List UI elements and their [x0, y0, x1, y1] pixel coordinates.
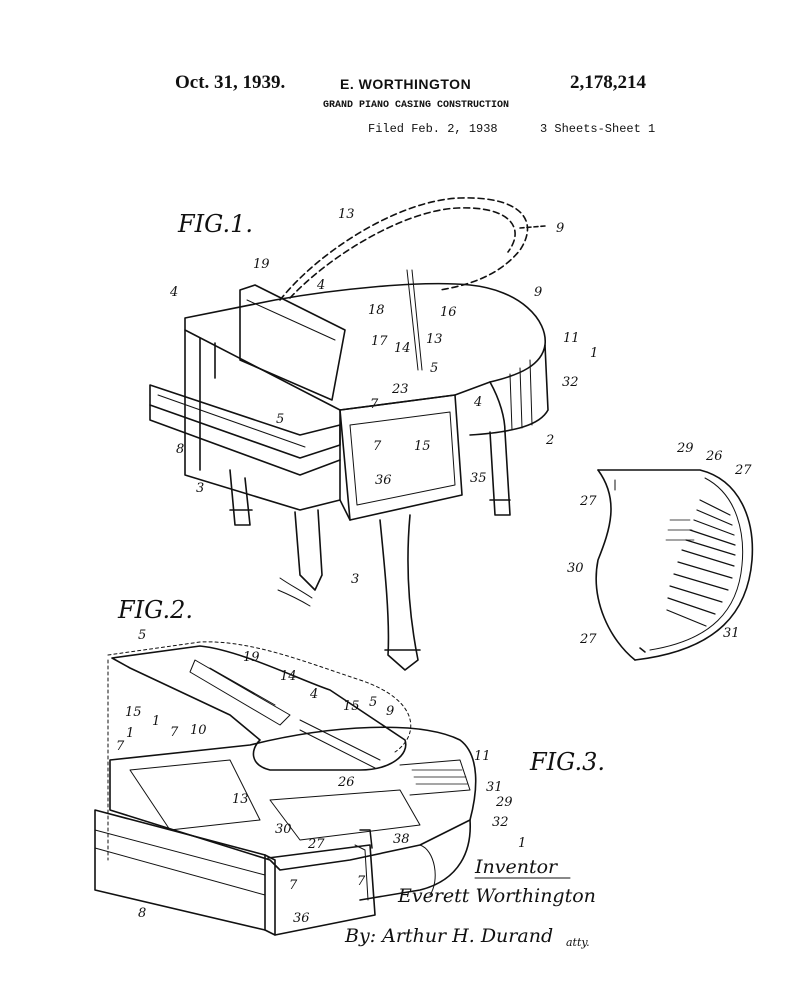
sheet-count: 3 Sheets-Sheet 1: [540, 122, 656, 136]
ref-numeral: 4: [473, 395, 482, 410]
ref-numeral: 27: [579, 494, 597, 509]
ref-numeral: 30: [275, 822, 292, 837]
ref-numeral: 17: [371, 334, 388, 349]
figure-3-label: FIG.3.: [529, 748, 605, 776]
ref-numeral: 9: [534, 285, 542, 300]
ref-numeral: 14: [394, 341, 411, 356]
signature-block: Inventor Everett Worthington By: Arthur …: [344, 856, 596, 949]
ref-numeral: 5: [369, 695, 377, 710]
ref-numeral: 16: [440, 305, 457, 320]
ref-numeral: 29: [495, 795, 513, 810]
ref-numeral: 26: [705, 449, 723, 464]
ref-numeral: 1: [152, 714, 160, 729]
ref-numeral: 8: [138, 906, 146, 921]
filed-date: Filed Feb. 2, 1938: [368, 122, 498, 136]
ref-numeral: 7: [170, 725, 179, 740]
ref-numeral: 3: [351, 572, 359, 587]
ref-numeral: 29: [676, 441, 694, 456]
ref-numeral: 1: [126, 726, 134, 741]
ref-numeral: 15: [414, 439, 431, 454]
figure-3-numerals: 29 26 27 27 30 27 31: [567, 441, 752, 647]
ref-numeral: 27: [307, 837, 325, 852]
ref-numeral: 4: [316, 278, 325, 293]
ref-numeral: 27: [579, 632, 597, 647]
figure-2-numerals: 5 19 14 15 4 5 9 15 1 1 7 10 7 11 26 31 …: [116, 628, 526, 926]
ref-numeral: 30: [567, 561, 584, 576]
ref-numeral: 5: [430, 361, 438, 376]
ref-numeral: 18: [368, 303, 385, 318]
attorney-signature: By: Arthur H. Durand: [344, 925, 553, 947]
patent-title: GRAND PIANO CASING CONSTRUCTION: [323, 100, 510, 111]
ref-numeral: 7: [357, 874, 366, 889]
figure-1-drawing: [149, 197, 549, 671]
ref-numeral: 4: [169, 285, 178, 300]
ref-numeral: 36: [375, 473, 392, 488]
figure-2-drawing: [94, 641, 477, 936]
ref-numeral: 9: [386, 704, 394, 719]
ref-numeral: 2: [545, 433, 554, 448]
ref-numeral: 15: [343, 699, 360, 714]
ref-numeral: 36: [293, 911, 310, 926]
inventor-header: E. WORTHINGTON: [340, 76, 472, 92]
ref-numeral: 13: [338, 207, 355, 222]
figure-2-label: FIG.2.: [117, 596, 193, 624]
ref-numeral: 32: [492, 815, 509, 830]
ref-numeral: 19: [243, 650, 260, 665]
ref-numeral: 7: [370, 397, 379, 412]
ref-numeral: 1: [590, 346, 598, 361]
ref-numeral: 32: [562, 375, 579, 390]
figure-3-drawing: [595, 469, 754, 661]
ref-numeral: 9: [556, 221, 564, 236]
inventor-signature: Everett Worthington: [397, 885, 596, 907]
ref-numeral: 31: [486, 780, 503, 795]
patent-number: 2,178,214: [570, 72, 646, 93]
ref-numeral: 7: [116, 739, 125, 754]
ref-numeral: 35: [470, 471, 487, 486]
ref-numeral: 10: [190, 723, 207, 738]
patent-date: Oct. 31, 1939.: [175, 72, 286, 93]
ref-numeral: 38: [393, 832, 410, 847]
ref-numeral: 3: [196, 481, 204, 496]
ref-numeral: 15: [125, 705, 142, 720]
figure-1-numerals: 13 9 19 4 4 18 16 9 11 1 17 14 13 5 23 3…: [169, 207, 598, 587]
ref-numeral: 5: [276, 412, 284, 427]
ref-numeral: 8: [176, 442, 184, 457]
ref-numeral: 26: [337, 775, 355, 790]
ref-numeral: 19: [253, 257, 270, 272]
ref-numeral: 23: [391, 382, 409, 397]
ref-numeral: 7: [289, 878, 298, 893]
attorney-abbrev: atty.: [566, 936, 590, 949]
ref-numeral: 7: [373, 439, 382, 454]
ref-numeral: 27: [734, 463, 752, 478]
ref-numeral: 13: [426, 332, 443, 347]
ref-numeral: 4: [309, 687, 318, 702]
inventor-label: Inventor: [474, 856, 559, 878]
ref-numeral: 5: [138, 628, 146, 643]
ref-numeral: 14: [280, 669, 297, 684]
ref-numeral: 11: [474, 749, 491, 764]
ref-numeral: 1: [518, 836, 526, 851]
ref-numeral: 13: [232, 792, 249, 807]
figure-1-label: FIG.1.: [177, 210, 253, 238]
ref-numeral: 31: [723, 626, 740, 641]
ref-numeral: 11: [563, 331, 580, 346]
